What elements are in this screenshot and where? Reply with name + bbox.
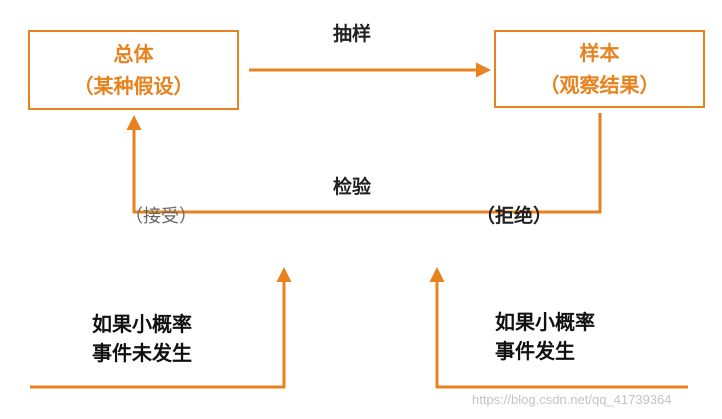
watermark-text: https://blog.csdn.net/qq_41739364 (472, 392, 672, 407)
condition-arrow-left (30, 267, 292, 389)
sampling-label: 抽样 (333, 23, 372, 45)
sample-subtitle: （观察结果） (539, 73, 660, 97)
population-subtitle: （某种假设） (73, 74, 194, 98)
accept-label: （接受） (125, 206, 197, 227)
population-box: 总体 （某种假设） (28, 30, 239, 110)
condition-left-line2: 事件未发生 (92, 341, 192, 365)
sample-box: 样本 （观察结果） (494, 30, 705, 108)
test-label: 检验 (333, 176, 372, 198)
condition-left-line1: 如果小概率 (92, 312, 192, 336)
reject-label: （拒绝） (476, 205, 553, 227)
sample-title: 样本 (579, 41, 620, 65)
population-title: 总体 (113, 42, 154, 66)
condition-occurred: 如果小概率 事件发生 (495, 308, 595, 366)
condition-right-line2: 事件发生 (495, 339, 575, 363)
test-arrow (126, 113, 602, 214)
condition-arrow-right (429, 267, 688, 389)
condition-not-occurred: 如果小概率 事件未发生 (92, 310, 192, 368)
condition-right-line1: 如果小概率 (495, 310, 595, 334)
